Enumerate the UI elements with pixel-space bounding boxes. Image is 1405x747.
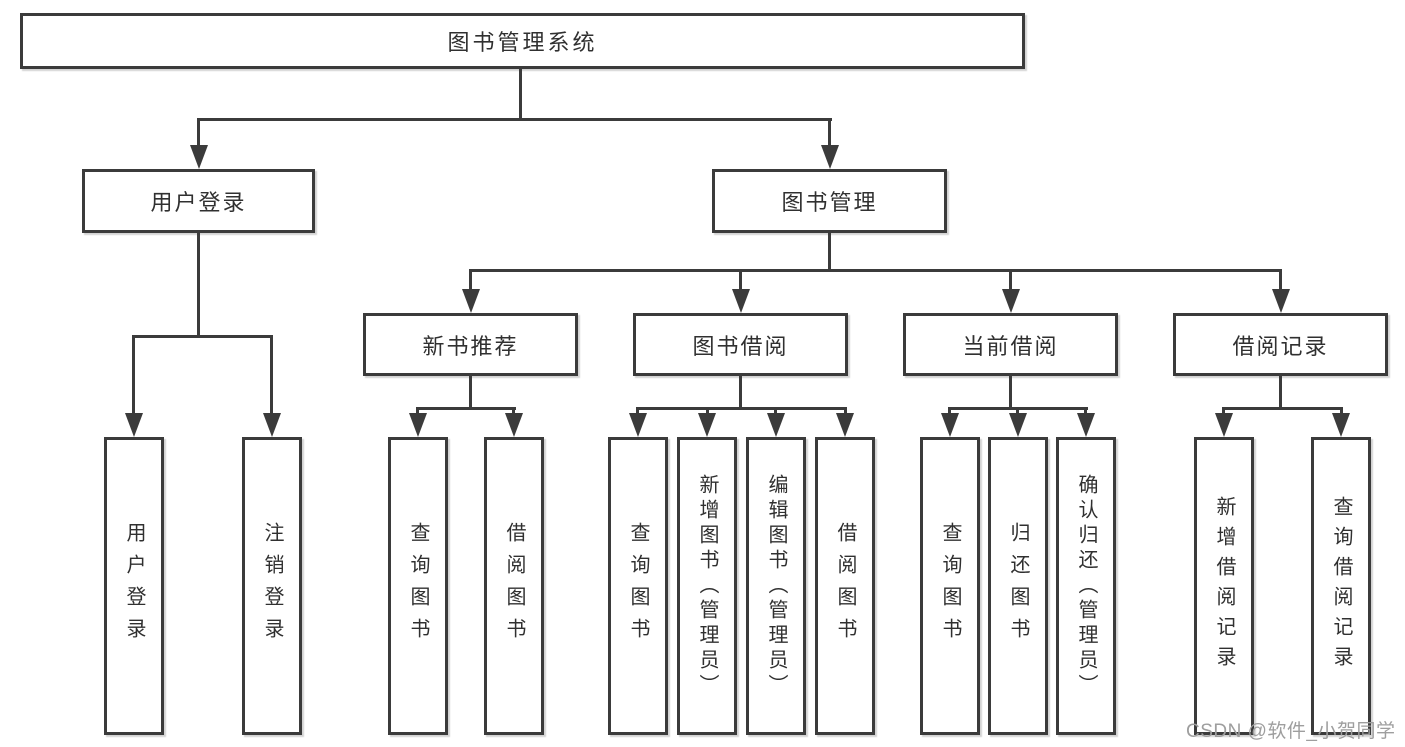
arrow-down-icon (698, 413, 716, 437)
arrow-down-icon (941, 413, 959, 437)
node-label: 新书推荐 (422, 333, 519, 359)
leaf-label: 借阅图书 (834, 522, 856, 650)
connector-line (636, 407, 639, 415)
connector-line (512, 407, 515, 415)
arrow-down-icon (125, 413, 143, 437)
arrow-down-icon (732, 289, 750, 313)
connector-line (132, 335, 273, 338)
leaf-query-books-borrow: 查询图书 (608, 437, 668, 735)
connector-line (1084, 407, 1087, 415)
arrow-down-icon (1332, 413, 1350, 437)
node-book-borrow: 图书借阅 (633, 313, 848, 376)
arrow-down-icon (263, 413, 281, 437)
connector-line (469, 269, 1282, 272)
leaf-label: 编辑图书（管理员） (765, 473, 787, 699)
watermark: CSDN @软件_小贺同学 (1186, 721, 1396, 742)
connector-line (416, 407, 516, 410)
connector-line (197, 233, 200, 335)
arrow-down-icon (1077, 413, 1095, 437)
connector-line (416, 407, 419, 415)
arrow-down-icon (767, 413, 785, 437)
leaf-query-books-recommend: 查询图书 (388, 437, 448, 735)
node-label: 图书借阅 (692, 333, 789, 359)
connector-line (828, 233, 831, 269)
arrow-down-icon (836, 413, 854, 437)
connector-line (1340, 407, 1343, 415)
arrow-down-icon (190, 145, 208, 169)
node-label: 图书管理 (781, 190, 878, 215)
arrow-down-icon (1272, 289, 1290, 313)
connector-line (270, 335, 273, 415)
connector-line (1279, 376, 1282, 407)
connector-line (774, 407, 777, 415)
leaf-add-book-admin: 新增图书（管理员） (677, 437, 737, 735)
leaf-query-books-current: 查询图书 (920, 437, 980, 735)
leaf-user-login: 用户登录 (104, 437, 164, 735)
leaf-borrow-books: 借阅图书 (815, 437, 875, 735)
arrow-down-icon (1215, 413, 1233, 437)
leaf-return-book: 归还图书 (988, 437, 1048, 735)
leaf-label: 借阅图书 (503, 522, 525, 650)
leaf-label: 查询图书 (939, 522, 961, 650)
connector-line (469, 269, 472, 291)
node-current-borrow: 当前借阅 (903, 313, 1118, 376)
node-new-book-recommend: 新书推荐 (363, 313, 578, 376)
connector-line (844, 407, 847, 415)
arrow-down-icon (505, 413, 523, 437)
node-label: 用户登录 (150, 190, 247, 215)
connector-line (197, 118, 200, 148)
arrow-down-icon (1002, 289, 1020, 313)
leaf-label: 新增图书（管理员） (696, 473, 718, 699)
arrow-down-icon (821, 145, 839, 169)
leaf-label: 查询借阅记录 (1330, 496, 1352, 676)
connector-line (132, 335, 135, 415)
arrow-down-icon (462, 289, 480, 313)
connector-line (1009, 376, 1012, 407)
leaf-label: 新增借阅记录 (1213, 496, 1235, 676)
connector-line (739, 376, 742, 407)
connector-line (1009, 269, 1012, 291)
connector-line (948, 407, 951, 415)
connector-line (469, 376, 472, 407)
leaf-label: 用户登录 (123, 522, 145, 650)
arrow-down-icon (1009, 413, 1027, 437)
leaf-label: 查询图书 (407, 522, 429, 650)
arrow-down-icon (409, 413, 427, 437)
leaf-query-borrow-record: 查询借阅记录 (1311, 437, 1371, 735)
connector-line (197, 118, 832, 121)
connector-line (739, 269, 742, 291)
leaf-label: 确认归还（管理员） (1075, 473, 1097, 699)
node-book-management: 图书管理 (712, 169, 947, 233)
connector-line (1222, 407, 1343, 410)
leaf-edit-book-admin: 编辑图书（管理员） (746, 437, 806, 735)
connector-line (1279, 269, 1282, 291)
connector-line (636, 407, 847, 410)
node-root-label: 图书管理系统 (447, 30, 598, 55)
connector-line (1016, 407, 1019, 415)
leaf-borrow-books-recommend: 借阅图书 (484, 437, 544, 735)
connector-line (519, 69, 522, 118)
leaf-label: 查询图书 (627, 522, 649, 650)
node-root: 图书管理系统 (20, 13, 1025, 69)
connector-line (706, 407, 709, 415)
connector-line (1222, 407, 1225, 415)
leaf-add-borrow-record: 新增借阅记录 (1194, 437, 1254, 735)
arrow-down-icon (629, 413, 647, 437)
leaf-label: 注销登录 (261, 522, 283, 650)
connector-line (828, 118, 831, 148)
leaf-label: 归还图书 (1007, 522, 1029, 650)
node-label: 借阅记录 (1232, 333, 1329, 359)
node-borrow-records: 借阅记录 (1173, 313, 1388, 376)
node-user-login: 用户登录 (82, 169, 315, 233)
node-label: 当前借阅 (962, 333, 1059, 359)
leaf-confirm-return-admin: 确认归还（管理员） (1056, 437, 1116, 735)
leaf-logout: 注销登录 (242, 437, 302, 735)
